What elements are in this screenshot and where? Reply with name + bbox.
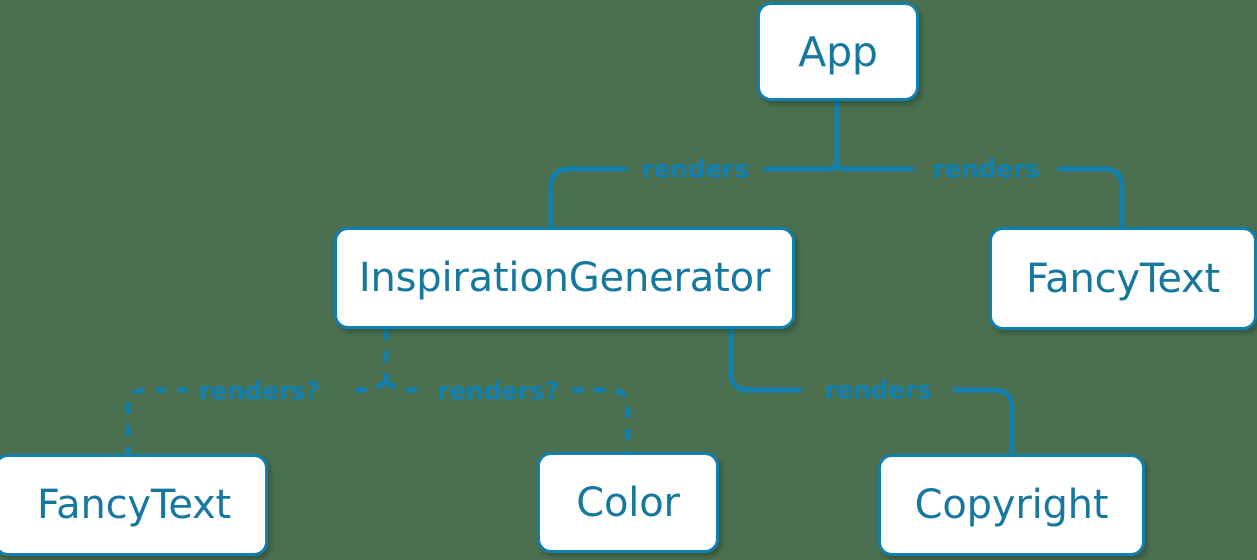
edge-label-app-to-inspirationgenerator: renders <box>641 154 749 184</box>
node-inspiration-generator[interactable]: InspirationGenerator <box>334 227 795 329</box>
node-fancytext-left[interactable]: FancyText <box>0 454 268 556</box>
edge-ig-to-color-seg-a <box>384 379 424 393</box>
edge-label-ig-to-copyright: renders <box>824 375 932 405</box>
node-app[interactable]: App <box>757 2 919 101</box>
edge-ig-to-fancytext-left-seg-a <box>348 379 388 393</box>
edge-ig-to-fancytext-left-seg-b <box>125 387 188 454</box>
edge-label-ig-to-fancytext: renders? <box>198 376 320 406</box>
edge-ig-to-copyright-seg-b <box>952 387 1015 457</box>
node-color[interactable]: Color <box>537 452 719 553</box>
node-fancytext-left-label: FancyText <box>37 482 231 528</box>
node-color-label: Color <box>576 479 680 526</box>
node-app-label: App <box>798 27 878 76</box>
node-copyright[interactable]: Copyright <box>878 454 1145 556</box>
node-fancytext-right[interactable]: FancyText <box>989 227 1257 330</box>
edge-app-to-fancytext-right-seg-b <box>1057 166 1125 230</box>
node-copyright-label: Copyright <box>914 482 1109 528</box>
edge-app-to-inspirationgenerator-seg-b <box>548 166 628 230</box>
edge-label-ig-to-color: renders? <box>437 376 559 406</box>
edge-label-app-to-fancytext: renders <box>932 154 1040 184</box>
node-fancytext-right-label: FancyText <box>1026 255 1220 302</box>
node-inspiration-generator-label: InspirationGenerator <box>358 255 771 301</box>
edge-app-trunk-left <box>827 97 840 172</box>
edge-ig-to-copyright-seg-a <box>728 326 803 393</box>
edge-ig-to-color-seg-b <box>572 387 631 452</box>
